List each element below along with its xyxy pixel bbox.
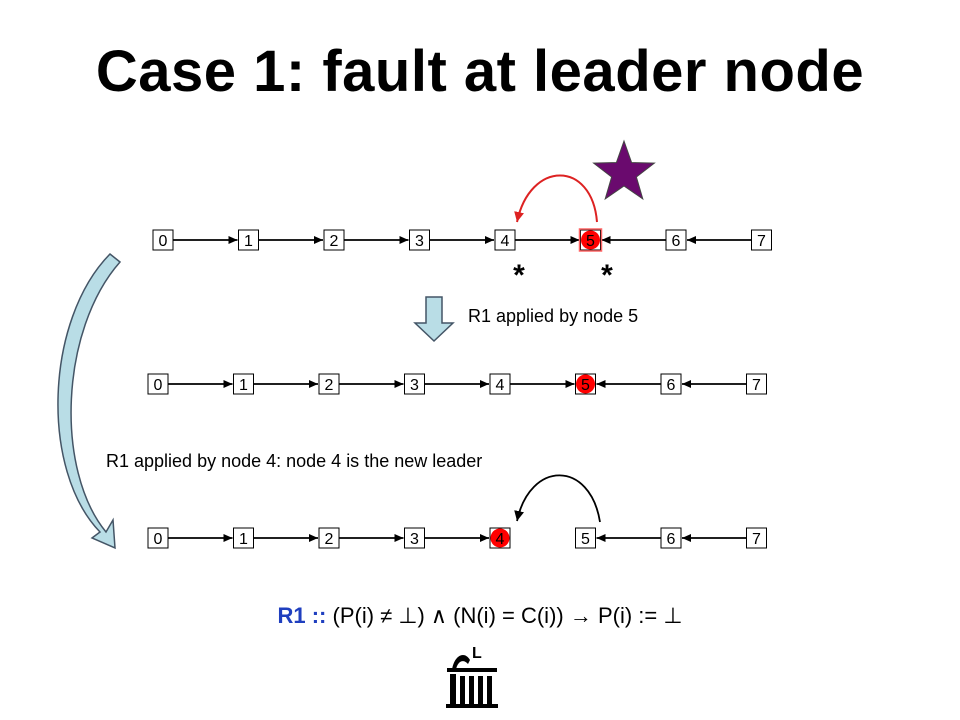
node-label-6: 6 xyxy=(672,233,681,250)
node-label-6: 6 xyxy=(667,531,676,548)
node-label-4: 4 xyxy=(496,531,505,548)
step2-caption: R1 applied by node 4: node 4 is the new … xyxy=(106,451,483,471)
node-box-5 xyxy=(575,527,596,549)
node-label-7: 7 xyxy=(752,531,761,548)
node-label-4: 4 xyxy=(501,233,510,250)
node-label-6: 6 xyxy=(667,377,676,394)
slide-title: Case 1: fault at leader node xyxy=(95,39,865,104)
node-label-1: 1 xyxy=(244,233,253,250)
university-logo-icon: L xyxy=(446,645,498,708)
node-box-2 xyxy=(323,229,345,251)
node-box-4 xyxy=(494,229,516,251)
node-label-5: 5 xyxy=(581,377,590,394)
node-box-2 xyxy=(318,373,340,395)
node-box-7 xyxy=(746,527,767,549)
node-box-1 xyxy=(233,373,254,395)
node-label-0: 0 xyxy=(159,233,168,250)
node-box-6 xyxy=(665,229,687,251)
mark-asterisk-node-5: * xyxy=(601,259,613,292)
node-label-1: 1 xyxy=(239,531,248,548)
node-box-0 xyxy=(152,229,174,251)
node-label-2: 2 xyxy=(330,233,339,250)
node-label-7: 7 xyxy=(752,377,761,394)
red-curved-arrow xyxy=(514,174,598,223)
node-label-0: 0 xyxy=(154,377,163,394)
node-label-5: 5 xyxy=(586,233,595,250)
step1-caption: R1 applied by node 5 xyxy=(468,306,639,326)
leader-marker xyxy=(576,374,595,394)
node-label-1: 1 xyxy=(239,377,248,394)
down-arrow-icon xyxy=(413,296,455,343)
node-box-6 xyxy=(660,527,682,549)
node-label-3: 3 xyxy=(410,531,419,548)
rule-formula: R1 :: (P(i) ≠ ⊥) ∧ (N(i) = C(i)) → P(i) … xyxy=(0,603,960,629)
node-label-0: 0 xyxy=(154,531,163,548)
node-box-1 xyxy=(233,527,254,549)
black-curved-arrow xyxy=(514,474,601,523)
node-label-5: 5 xyxy=(581,531,590,548)
node-box-3 xyxy=(404,527,425,549)
node-box-0 xyxy=(147,373,169,395)
rule-name: R1 :: xyxy=(277,603,327,628)
node-box-3 xyxy=(404,373,425,395)
node-box-0 xyxy=(147,527,169,549)
leader-marker xyxy=(490,528,510,548)
node-box-7 xyxy=(751,229,772,251)
node-box-2 xyxy=(318,527,340,549)
node-label-3: 3 xyxy=(410,377,419,394)
logo-letter: L xyxy=(472,645,482,662)
fault-star-icon xyxy=(592,139,656,201)
mark-asterisk-node-4: * xyxy=(513,259,525,292)
node-label-7: 7 xyxy=(757,233,766,250)
leader-highlight-box xyxy=(578,228,603,252)
node-label-2: 2 xyxy=(325,531,334,548)
node-label-2: 2 xyxy=(325,377,334,394)
node-label-3: 3 xyxy=(415,233,424,250)
left-curved-arrow-icon xyxy=(57,252,122,550)
node-box-6 xyxy=(660,373,682,395)
node-box-3 xyxy=(409,229,430,251)
node-rows: 0 1 2 3 4 5 6 7 0 1 2 3 4 5 6 7 0 1 2 3 4 5 6 7 xyxy=(147,228,772,549)
node-label-4: 4 xyxy=(496,377,505,394)
rule-body: (P(i) ≠ ⊥) ∧ (N(i) = C(i)) → P(i) := ⊥ xyxy=(326,603,683,628)
node-box-4 xyxy=(489,373,511,395)
node-box-7 xyxy=(746,373,767,395)
node-box-1 xyxy=(238,229,259,251)
leader-marker xyxy=(581,230,600,250)
